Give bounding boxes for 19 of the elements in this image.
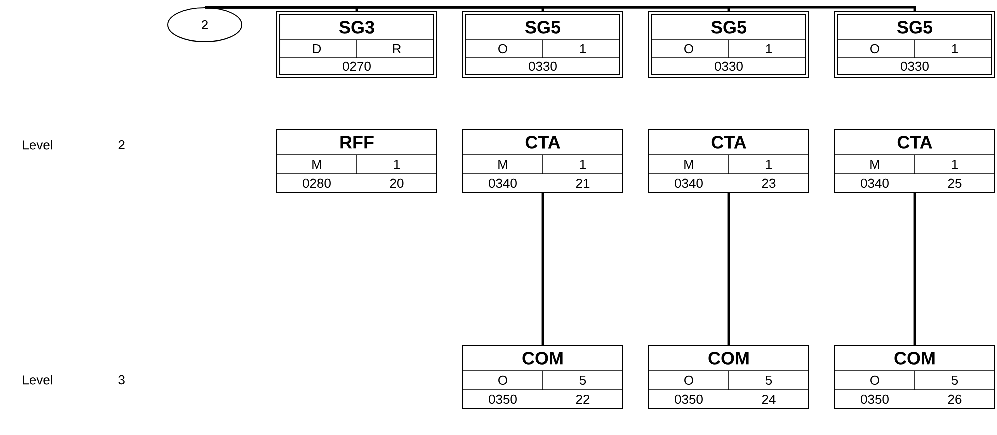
- segment-box: CTA M 1 0340 25: [834, 130, 996, 194]
- segment-box: CTA M 1 0340 23: [648, 130, 810, 194]
- segment-group-box: SG5 O 1 0330: [648, 12, 810, 78]
- level-label: 2: [118, 140, 125, 150]
- segment-box: CTA M 1 0340 21: [462, 130, 624, 194]
- segment-box: COM O 5 0350 24: [648, 346, 810, 410]
- segment-group-box: SG3 D R 0270: [276, 12, 438, 78]
- connector-line: [914, 194, 916, 346]
- connector-line: [542, 194, 544, 346]
- level-label: Level: [23, 375, 52, 385]
- segment-box: COM O 5 0350 22: [462, 346, 624, 410]
- segment-group-box: SG5 O 1 0330: [834, 12, 996, 78]
- segment-group-box: SG5 O 1 0330: [462, 12, 624, 78]
- segment-box: RFF M 1 0280 20: [276, 130, 438, 194]
- level-label: Level: [23, 140, 52, 150]
- connector-line: [205, 6, 916, 12]
- level-label: 3: [118, 375, 125, 385]
- connector-line: [728, 194, 730, 346]
- segment-box: COM O 5 0350 26: [834, 346, 996, 410]
